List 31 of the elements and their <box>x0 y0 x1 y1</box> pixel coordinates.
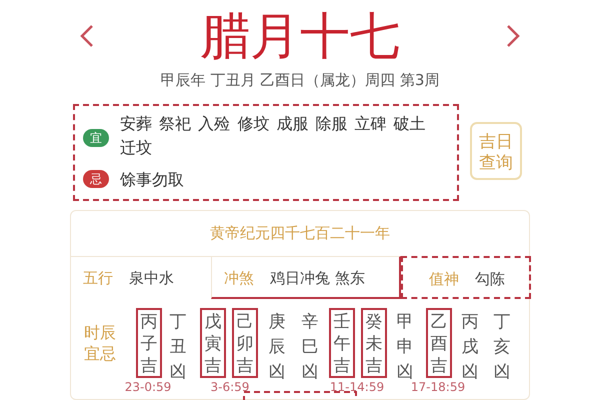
time-range: 3-6:59 <box>210 379 250 395</box>
title: 腊月十七 <box>199 6 401 66</box>
field-label: 五行 <box>83 268 113 288</box>
avoid-badge: 忌 <box>83 170 109 188</box>
hour-column-box: 乙酉吉 <box>426 308 452 378</box>
hour-column-box: 己卯吉 <box>232 308 258 378</box>
row-label: 时辰宜忌 <box>84 322 117 364</box>
hour-column-box: 戊寅吉 <box>200 308 226 378</box>
time-range: 23-0:59 <box>124 379 172 395</box>
field-value: 勾陈 <box>475 269 505 289</box>
hour-column-box: 壬午吉 <box>329 308 355 378</box>
hour-column: 庚辰凶 <box>265 310 289 385</box>
time-range: 11-14:59 <box>328 379 386 395</box>
search-button: 吉日查询 <box>470 122 522 180</box>
suitable-activities: 安葬 祭祀 入殓 修坟 成服 除服 立碑 破土迁坟 <box>120 113 427 159</box>
field-label: 冲煞 <box>224 268 254 288</box>
field-value: 鸡日冲兔 煞东 <box>270 268 365 288</box>
dashed-highlight-box <box>73 104 459 201</box>
suitable-badge: 宜 <box>83 129 109 147</box>
almanac-card <box>70 210 530 400</box>
hour-column: 辛巳凶 <box>298 310 322 385</box>
highlighted-cell <box>211 256 401 299</box>
field-label: 值神 <box>429 269 459 289</box>
hour-column-box: 丙子吉 <box>136 308 162 378</box>
field-value: 泉中水 <box>129 268 174 288</box>
hour-column: 丁亥凶 <box>490 310 514 385</box>
avoid-activities: 馀事勿取 <box>120 169 185 191</box>
hour-column-box: 癸未吉 <box>361 308 387 378</box>
dashed-highlight-cell <box>401 256 531 299</box>
era-year-heading: 黄帝纪元四千七百二十一年 <box>209 223 391 243</box>
date-subtitle: 甲辰年 丁丑月 乙酉日（属龙）周四 第3周 <box>160 70 440 90</box>
